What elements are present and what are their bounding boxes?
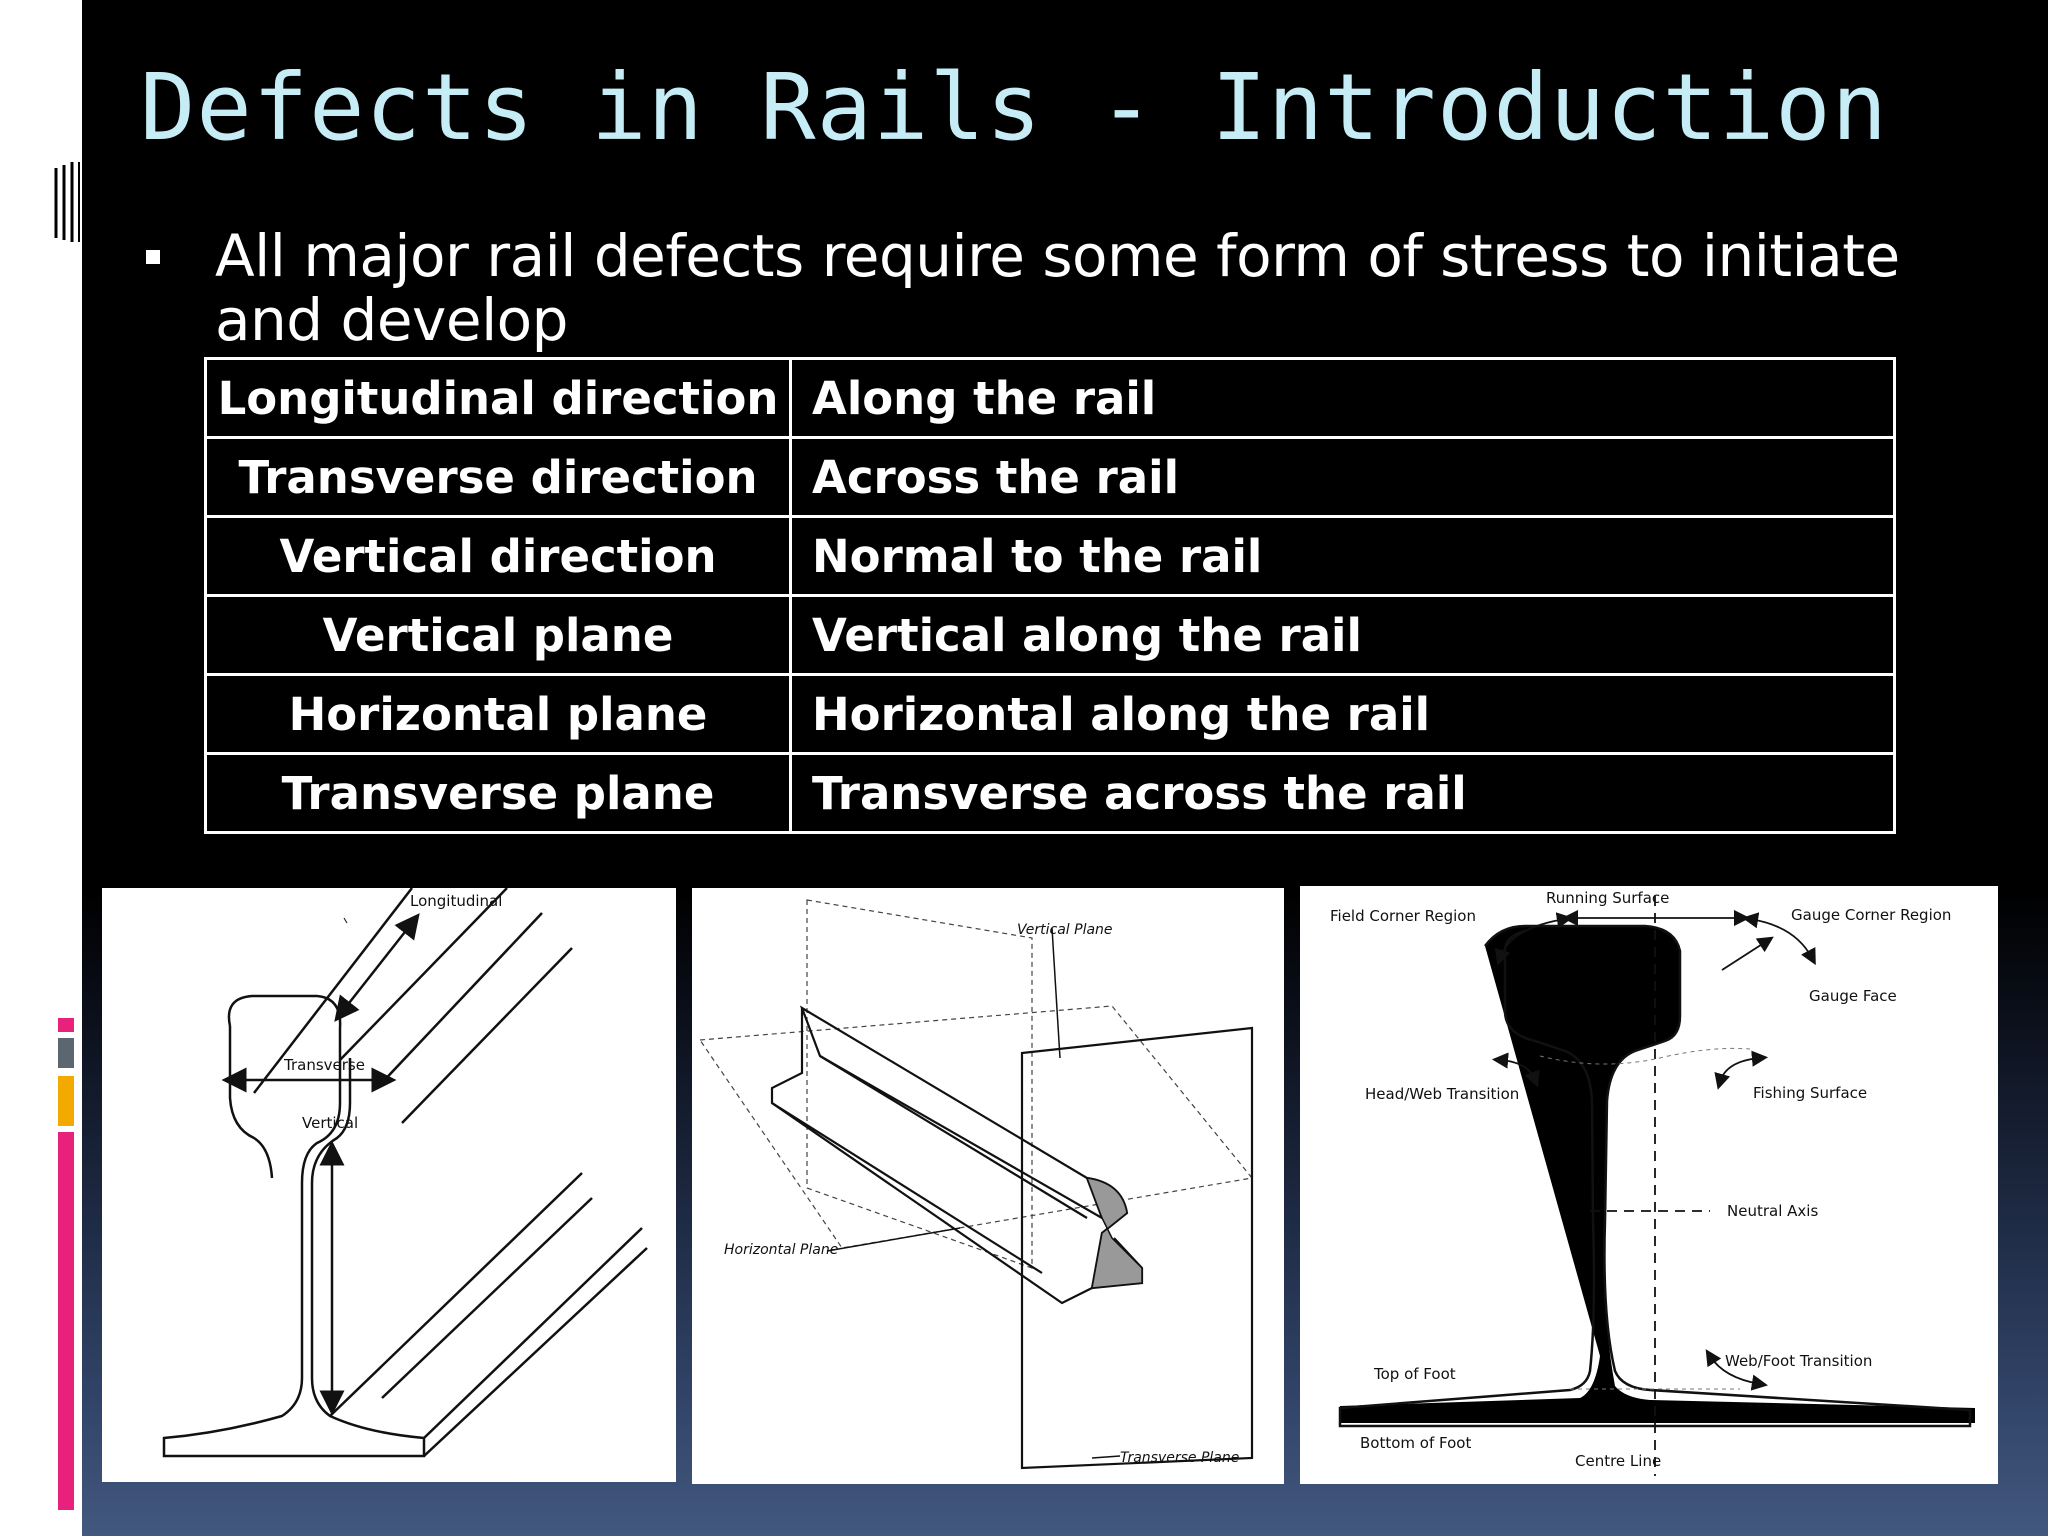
meaning-cell: Across the rail — [789, 436, 1896, 518]
term-cell: Transverse direction — [204, 436, 792, 518]
table-row: Vertical direction Normal to the rail — [204, 515, 1896, 597]
head-web-transition-label: Head/Web Transition — [1365, 1085, 1519, 1103]
centre-line-label: Centre Line — [1575, 1452, 1661, 1470]
table-row: Horizontal plane Horizontal along the ra… — [204, 673, 1896, 755]
horizontal-plane-label: Horizontal Plane — [724, 1242, 838, 1258]
transverse-label: Transverse — [283, 1056, 365, 1074]
term-cell: Transverse plane — [204, 752, 792, 834]
term-cell: Horizontal plane — [204, 673, 792, 755]
neutral-axis-label: Neutral Axis — [1727, 1202, 1818, 1220]
longitudinal-label: Longitudinal — [410, 892, 502, 910]
gauge-corner-label: Gauge Corner Region — [1791, 906, 1951, 924]
gauge-face-label: Gauge Face — [1809, 987, 1897, 1005]
table-row: Longitudinal direction Along the rail — [204, 357, 1896, 439]
top-of-foot-label: Top of Foot — [1373, 1365, 1456, 1383]
vertical-plane-label: Vertical Plane — [1017, 922, 1113, 938]
definitions-table: Longitudinal direction Along the rail Tr… — [204, 357, 1896, 834]
slide-title: Defects in Rails - Introduction — [140, 54, 1889, 161]
accent-bar-magenta — [58, 1132, 74, 1510]
rail-profile-figure: Running Surface Field Corner Region Gaug… — [1300, 886, 1998, 1484]
rail-directions-figure: Longitudinal Transverse Vertical — [102, 888, 676, 1482]
table-row: Vertical plane Vertical along the rail — [204, 594, 1896, 676]
frame-decoration — [48, 162, 82, 242]
table-row: Transverse direction Across the rail — [204, 436, 1896, 518]
accent-bar-pink — [58, 1018, 74, 1032]
field-corner-label: Field Corner Region — [1330, 907, 1476, 925]
meaning-cell: Transverse across the rail — [789, 752, 1896, 834]
transverse-plane-label: Transverse Plane — [1120, 1450, 1239, 1466]
bottom-of-foot-label: Bottom of Foot — [1360, 1434, 1471, 1452]
meaning-cell: Along the rail — [789, 357, 1896, 439]
rail-planes-figure: Vertical Plane Horizontal Plane Transver… — [692, 888, 1284, 1484]
running-surface-label: Running Surface — [1546, 889, 1669, 907]
web-foot-transition-label: Web/Foot Transition — [1725, 1352, 1872, 1370]
bullet-marker — [146, 250, 160, 264]
meaning-cell: Normal to the rail — [789, 515, 1896, 597]
accent-bar-gray — [58, 1038, 74, 1068]
term-cell: Longitudinal direction — [204, 357, 792, 439]
vertical-label: Vertical — [302, 1114, 358, 1132]
accent-bar-amber — [58, 1076, 74, 1126]
term-cell: Vertical direction — [204, 515, 792, 597]
meaning-cell: Vertical along the rail — [789, 594, 1896, 676]
meaning-cell: Horizontal along the rail — [789, 673, 1896, 755]
term-cell: Vertical plane — [204, 594, 792, 676]
bullet-text: All major rail defects require some form… — [215, 222, 1900, 354]
table-row: Transverse plane Transverse across the r… — [204, 752, 1896, 834]
fishing-surface-label: Fishing Surface — [1753, 1084, 1867, 1102]
